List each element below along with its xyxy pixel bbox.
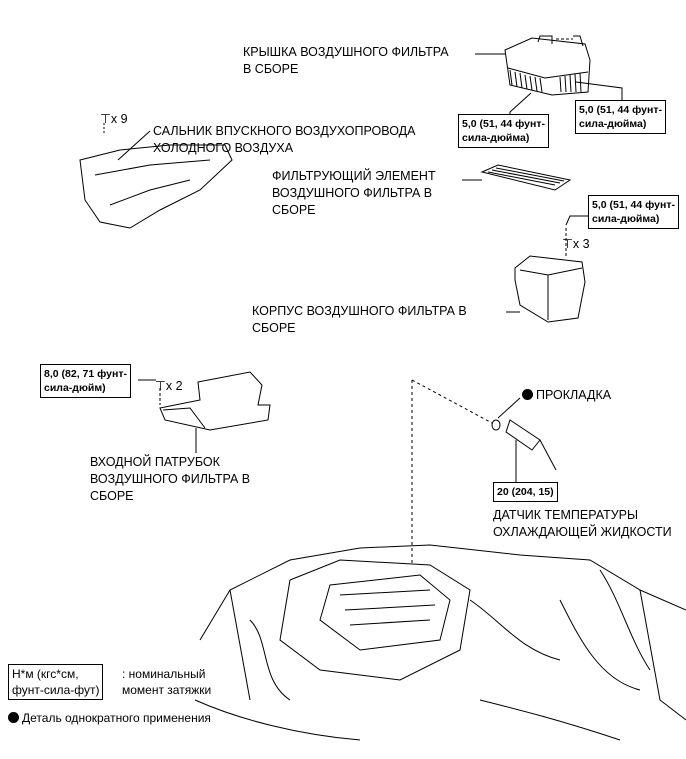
legend-single-use: Деталь однократного применения bbox=[8, 710, 211, 727]
single-use-bullet-icon bbox=[522, 389, 533, 400]
air-cleaner-cover bbox=[475, 35, 623, 115]
legend-torque-description: : номинальный момент затяжки bbox=[122, 667, 212, 697]
gasket-text: ПРОКЛАДКА bbox=[536, 388, 612, 402]
legend-single-use-text: Деталь однократного применения bbox=[22, 711, 211, 725]
qty-text: x 9 bbox=[110, 112, 128, 126]
label-cold-air-intake-seal: САЛЬНИК ВПУСКНОГО ВОЗДУХОПРОВОДА ХОЛОДНО… bbox=[153, 124, 416, 155]
torque-box-cover-left: 5,0 (51, 44 фунт- сила-дюйма) bbox=[458, 114, 549, 148]
single-use-bullet-icon bbox=[8, 712, 19, 723]
legend-torque-unit-box: Н*м (кгс*см, фунт-сила-фут) bbox=[8, 664, 104, 700]
air-cleaner-inlet bbox=[138, 371, 271, 453]
air-filter-element bbox=[462, 164, 572, 191]
air-cleaner-housing bbox=[506, 215, 588, 323]
cold-air-intake-seal bbox=[79, 123, 233, 229]
coolant-temperature-sensor bbox=[411, 379, 557, 575]
bolt-count-housing: ⊤x 3 bbox=[562, 237, 590, 251]
qty-text: x 3 bbox=[572, 237, 590, 251]
torque-box-housing: 5,0 (51, 44 фунт- сила-дюйма) bbox=[588, 195, 679, 229]
qty-text: x 2 bbox=[165, 379, 183, 393]
label-gasket: ПРОКЛАДКА bbox=[522, 387, 611, 404]
engine-bay-illustration bbox=[194, 544, 686, 741]
torque-box-cover-right: 5,0 (51, 44 фунт- сила-дюйма) bbox=[575, 100, 666, 134]
torque-box-sensor: 20 (204, 15) bbox=[493, 482, 558, 502]
bolt-count-seal: ⊤x 9 bbox=[100, 112, 128, 126]
label-coolant-sensor: ДАТЧИК ТЕМПЕРАТУРЫ ОХЛАЖДАЮЩЕЙ ЖИДКОСТИ bbox=[493, 508, 672, 539]
bolt-count-inlet: ⊤x 2 bbox=[155, 379, 183, 393]
torque-box-inlet: 8,0 (82, 71 фунт- сила-дюйм) bbox=[40, 364, 131, 398]
label-air-cleaner-inlet: ВХОДНОЙ ПАТРУБОК ВОЗДУШНОГО ФИЛЬТРА В СБ… bbox=[90, 455, 251, 503]
label-air-filter-element: ФИЛЬТРУЮЩИЙ ЭЛЕМЕНТ ВОЗДУШНОГО ФИЛЬТРА В… bbox=[272, 169, 436, 217]
label-air-cleaner-cover: КРЫШКА ВОЗДУШНОГО ФИЛЬТРА В СБОРЕ bbox=[243, 45, 449, 76]
label-air-cleaner-housing: КОРПУС ВОЗДУШНОГО ФИЛЬТРА В СБОРЕ bbox=[252, 304, 467, 335]
